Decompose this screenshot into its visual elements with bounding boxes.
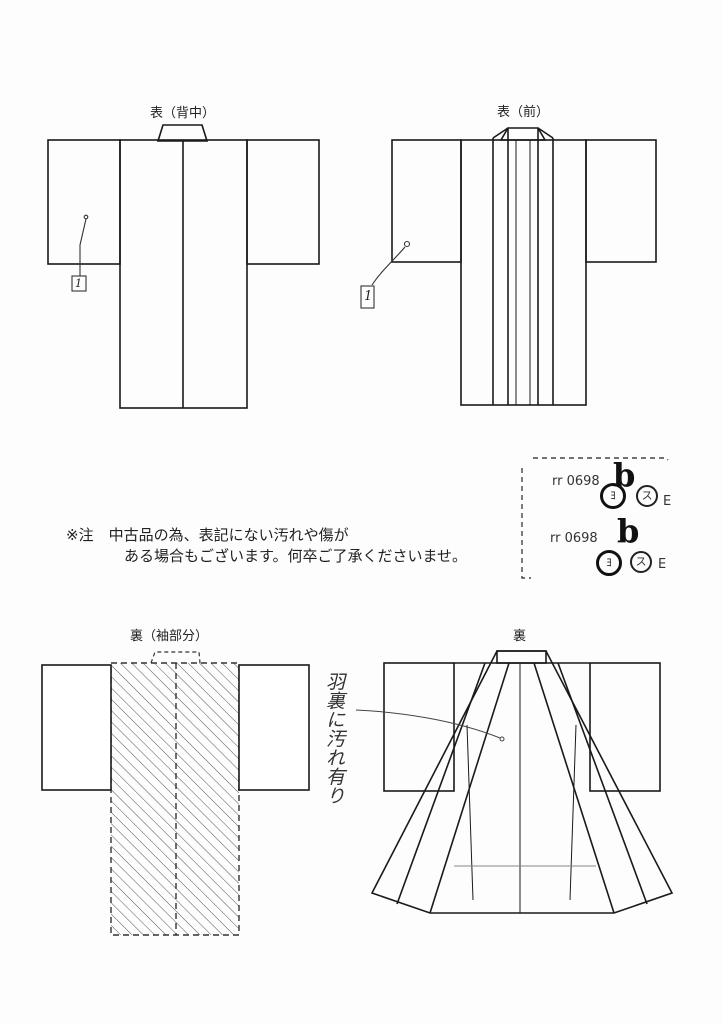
right-sleeve	[585, 139, 657, 263]
lining-sleeve-view	[41, 651, 310, 936]
body-outline	[370, 650, 674, 914]
handwritten-lining-note: 羽裏に汚れ有り	[323, 672, 345, 805]
left-sleeve	[391, 139, 462, 263]
collar-dashed	[150, 651, 201, 664]
stain-label-back: 1	[75, 277, 82, 290]
item-code: rr 0698	[550, 531, 598, 546]
circled-grade: ﾖ	[596, 550, 622, 576]
collar-shape	[156, 124, 209, 142]
right-sleeve	[246, 139, 320, 265]
front-front-view	[391, 127, 657, 406]
notice-line-1: ※注 中古品の為、表記にない汚れや傷が	[66, 526, 349, 544]
notice-line-2: ある場合もございます。何卒ご了承くださいませ。	[124, 547, 468, 565]
right-sleeve	[238, 664, 310, 791]
item-code: rr 0698	[552, 474, 600, 489]
circled-grade: ﾖ	[600, 483, 626, 509]
stain-marker-lining	[355, 709, 505, 742]
stain-label-front: 1	[364, 289, 373, 304]
left-sleeve	[41, 664, 112, 791]
right-sleeve	[589, 662, 661, 792]
collar-shape	[499, 127, 547, 141]
lining-view	[370, 650, 674, 914]
lapel-left-outer	[396, 662, 486, 905]
handwritten-mark: b	[617, 512, 640, 550]
grade-option: E	[663, 494, 672, 509]
hatched-area	[111, 663, 239, 935]
front-back-view	[47, 124, 320, 409]
stain-marker-back	[71, 214, 89, 292]
view-title-lining: 裏	[513, 629, 527, 644]
view-title-lining-sleeve: 裏（袖部分）	[130, 629, 209, 644]
left-sleeve	[47, 139, 121, 265]
lapel-right-outer	[557, 662, 648, 905]
view-title-front-front: 表（前）	[497, 105, 550, 120]
grade-option: ス	[630, 551, 652, 573]
view-title-front-back: 表（背中）	[150, 106, 216, 121]
condition-box-border	[521, 457, 669, 579]
grade-option: E	[658, 557, 667, 572]
left-sleeve	[383, 662, 455, 792]
stain-marker-front	[360, 240, 411, 309]
body-panel	[460, 139, 587, 406]
collar-shape	[496, 650, 547, 664]
grade-option: ス	[636, 485, 658, 507]
body-outline-dashed	[110, 662, 240, 936]
